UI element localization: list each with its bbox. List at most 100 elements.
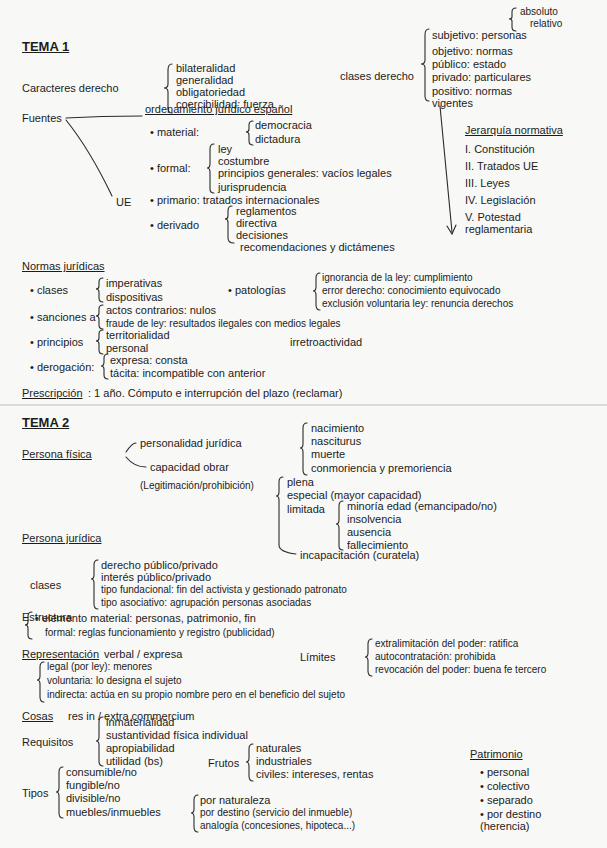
note-text: ley xyxy=(218,143,232,155)
note-text: bilateralidad xyxy=(176,62,235,74)
brace xyxy=(276,477,296,554)
leader-line xyxy=(126,457,146,467)
note-text: dispositivas xyxy=(106,291,163,303)
note-text: revocación del poder: buena fe tercero xyxy=(375,664,546,676)
section-heading: TEMA 2 xyxy=(22,416,69,430)
note-text: (Legitimación/prohibición) xyxy=(140,480,254,492)
note-text: subjetivo: personas xyxy=(432,29,527,41)
brace xyxy=(225,206,234,243)
note-text: clases xyxy=(30,579,61,591)
note-text: territorialidad xyxy=(106,329,170,341)
note-text: naturales xyxy=(256,742,301,754)
brace xyxy=(96,305,103,329)
arrow-head xyxy=(447,225,456,234)
note-text: obligatoriedad xyxy=(176,86,245,98)
note-text: democracia xyxy=(255,119,312,131)
note-text: II. Tratados UE xyxy=(465,160,538,172)
note-text: ignorancia de la ley: cumplimiento xyxy=(322,272,473,284)
brace xyxy=(96,717,103,766)
note-text: tácita: incompatible con anterior xyxy=(110,367,265,379)
note-text: nasciturus xyxy=(311,435,361,447)
note-text: muebles/inmuebles xyxy=(66,806,161,818)
brace xyxy=(246,744,253,781)
note-text: UE xyxy=(116,196,131,208)
note-text: Prescripción xyxy=(22,387,83,399)
note-text: III. Leyes xyxy=(465,177,510,189)
note-text: tipo fundacional: fin del activista y ge… xyxy=(101,584,347,596)
note-text: personalidad jurídica xyxy=(140,437,242,449)
note-text: • derivado xyxy=(150,219,199,231)
note-text: • principios xyxy=(30,336,83,348)
note-text: : 1 año. Cómputo e interrupción del plaz… xyxy=(88,387,342,399)
note-text: V. Potestad reglamentaria xyxy=(465,211,557,235)
note-text: dictadura xyxy=(255,133,300,145)
note-text: capacidad obrar xyxy=(150,461,229,473)
note-text: principios generales: vacíos legales xyxy=(218,167,392,179)
note-text: • separado xyxy=(480,794,533,806)
note-text: limitada xyxy=(287,503,325,515)
note-text: • formal: xyxy=(150,162,191,174)
note-text: relativo xyxy=(530,18,562,30)
note-text: personal xyxy=(106,342,148,354)
note-text: inmaterialidad xyxy=(106,716,174,728)
note-text: recomendaciones y dictámenes xyxy=(240,241,395,253)
brace xyxy=(421,29,429,101)
note-text: interés público/privado xyxy=(101,571,211,583)
note-text: Requisitos xyxy=(22,736,73,748)
note-text: Fuentes xyxy=(22,112,62,124)
leader-line xyxy=(440,106,452,232)
note-text: por destino (servicio del inmueble) xyxy=(200,807,352,819)
brace xyxy=(56,767,63,818)
note-text: IV. Legislación xyxy=(465,194,536,206)
note-text: costumbre xyxy=(218,155,269,167)
note-text: exclusión voluntaria ley: renuncia derec… xyxy=(322,298,513,310)
note-text: I. Constitución xyxy=(465,143,535,155)
note-text: público: estado xyxy=(432,58,506,70)
brace xyxy=(246,121,253,145)
note-text: directiva xyxy=(236,217,277,229)
brace xyxy=(91,560,98,609)
brace xyxy=(509,8,516,31)
note-text: legal (por ley): menores xyxy=(47,661,152,673)
note-text: extralimitación del poder: ratifica xyxy=(375,638,518,650)
note-text: irretroactividad xyxy=(290,336,362,348)
note-text: Tipos xyxy=(22,787,49,799)
note-text: actos contrarios: nulos xyxy=(106,304,216,316)
note-text: • personal xyxy=(480,766,529,778)
note-text: utilidad (bs) xyxy=(106,755,163,767)
brace xyxy=(96,330,103,354)
note-text: generalidad xyxy=(176,74,234,86)
note-text: divisible/no xyxy=(66,792,120,804)
note-text: • primario: tratados internacionales xyxy=(150,194,320,206)
note-text: muerte xyxy=(311,448,345,460)
note-text: objetivo: normas xyxy=(432,45,513,57)
brace xyxy=(313,273,320,310)
note-text: clases derecho xyxy=(340,70,414,82)
brace xyxy=(37,662,44,702)
note-text: • patologías xyxy=(228,284,286,296)
note-text: nacimiento xyxy=(311,422,364,434)
note-text: absoluto xyxy=(520,6,558,18)
note-text: ausencia xyxy=(347,526,391,538)
note-text: Límites xyxy=(300,651,335,663)
note-text: • elemento material: personas, patrimoni… xyxy=(35,612,256,624)
brace xyxy=(96,278,103,302)
note-text: por naturaleza xyxy=(200,794,270,806)
note-text: • colectivo xyxy=(480,780,530,792)
note-text: reglamentos xyxy=(236,205,297,217)
note-text: decisiones xyxy=(236,229,288,241)
note-text: autocontratación: prohibida xyxy=(375,651,496,663)
brace xyxy=(300,423,307,475)
note-text: civiles: intereses, rentas xyxy=(256,768,373,780)
brace xyxy=(191,795,198,832)
note-text: Representación xyxy=(22,648,99,660)
note-text: Normas jurídicas xyxy=(22,260,105,272)
note-text: voluntaria: lo designa el sujeto xyxy=(47,675,182,687)
note-text: ordenamiento jurídico español xyxy=(145,103,292,115)
leader-line xyxy=(66,116,142,118)
note-text: especial (mayor capacidad) xyxy=(287,489,422,501)
section-heading: TEMA 1 xyxy=(22,40,69,54)
note-text: Persona jurídica xyxy=(22,532,102,544)
note-text: conmoriencia y premoriencia xyxy=(311,462,452,474)
note-text: • clases xyxy=(30,284,68,296)
